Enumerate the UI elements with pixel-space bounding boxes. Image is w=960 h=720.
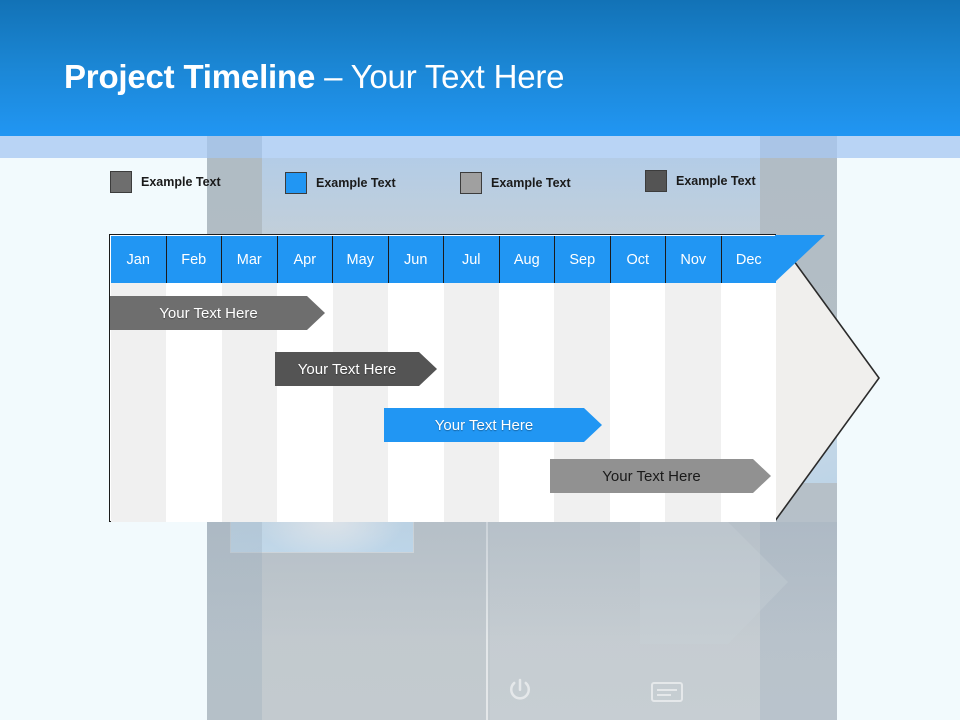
legend-label-4: Example Text — [676, 174, 756, 188]
legend-item-3[interactable]: Example Text — [460, 172, 571, 194]
accent-band-tint-left — [207, 136, 262, 158]
menu-icon — [651, 682, 683, 702]
legend-label-3: Example Text — [491, 176, 571, 190]
month-cell-jan[interactable]: Jan — [111, 236, 167, 283]
month-cell-jun[interactable]: Jun — [388, 236, 444, 283]
task-bar-1-label: Your Text Here — [159, 304, 258, 322]
month-header-row: Jan Feb Mar Apr May Jun Jul Aug Sep Oct … — [111, 236, 776, 283]
task-bar-3[interactable]: Your Text Here — [384, 408, 602, 442]
month-cell-feb[interactable]: Feb — [166, 236, 222, 283]
task-bar-4-label: Your Text Here — [602, 467, 701, 485]
legend-item-4[interactable]: Example Text — [645, 170, 756, 192]
chart-column-aug — [498, 283, 555, 522]
month-cell-oct[interactable]: Oct — [610, 236, 666, 283]
page-title-light: Your Text Here — [350, 58, 565, 95]
chart-column-jun — [388, 283, 444, 522]
chart-column-jul — [443, 283, 499, 522]
month-cell-apr[interactable]: Apr — [277, 236, 333, 283]
task-bar-3-label: Your Text Here — [434, 416, 534, 434]
accent-band-tint-right — [760, 136, 837, 158]
month-header-arrow-cap — [775, 235, 825, 282]
legend-item-2[interactable]: Example Text — [285, 172, 396, 194]
task-bar-2[interactable]: Your Text Here — [275, 352, 437, 386]
month-cell-sep[interactable]: Sep — [555, 236, 611, 283]
month-cell-dec[interactable]: Dec — [721, 236, 776, 283]
month-cell-jul[interactable]: Jul — [444, 236, 500, 283]
page-title: Project Timeline – Your Text Here — [64, 58, 564, 96]
header-bar: Project Timeline – Your Text Here — [0, 0, 960, 136]
month-cell-nov[interactable]: Nov — [666, 236, 722, 283]
power-icon — [510, 678, 530, 700]
task-bar-1[interactable]: Your Text Here — [110, 296, 325, 330]
legend-swatch-icon-4 — [645, 170, 667, 192]
legend: Example Text Example Text Example Text E… — [110, 170, 810, 194]
month-cell-mar[interactable]: Mar — [222, 236, 278, 283]
monitor-seam — [486, 374, 488, 720]
chart-column-may — [332, 283, 389, 522]
legend-swatch-icon-1 — [110, 171, 132, 193]
legend-label-1: Example Text — [141, 175, 221, 189]
task-bar-4[interactable]: Your Text Here — [550, 459, 771, 493]
legend-swatch-icon-2 — [285, 172, 307, 194]
page-title-separator: – — [315, 58, 351, 95]
legend-swatch-icon-3 — [460, 172, 482, 194]
monitor-bezel-right — [490, 483, 837, 720]
legend-label-2: Example Text — [316, 176, 396, 190]
task-bar-2-label: Your Text Here — [297, 360, 397, 378]
accent-band — [0, 136, 960, 158]
legend-item-1[interactable]: Example Text — [110, 171, 221, 193]
month-cell-may[interactable]: May — [333, 236, 389, 283]
month-cell-aug[interactable]: Aug — [499, 236, 555, 283]
page-title-strong: Project Timeline — [64, 58, 316, 95]
timeline-chart: Jan Feb Mar Apr May Jun Jul Aug Sep Oct … — [109, 234, 880, 522]
